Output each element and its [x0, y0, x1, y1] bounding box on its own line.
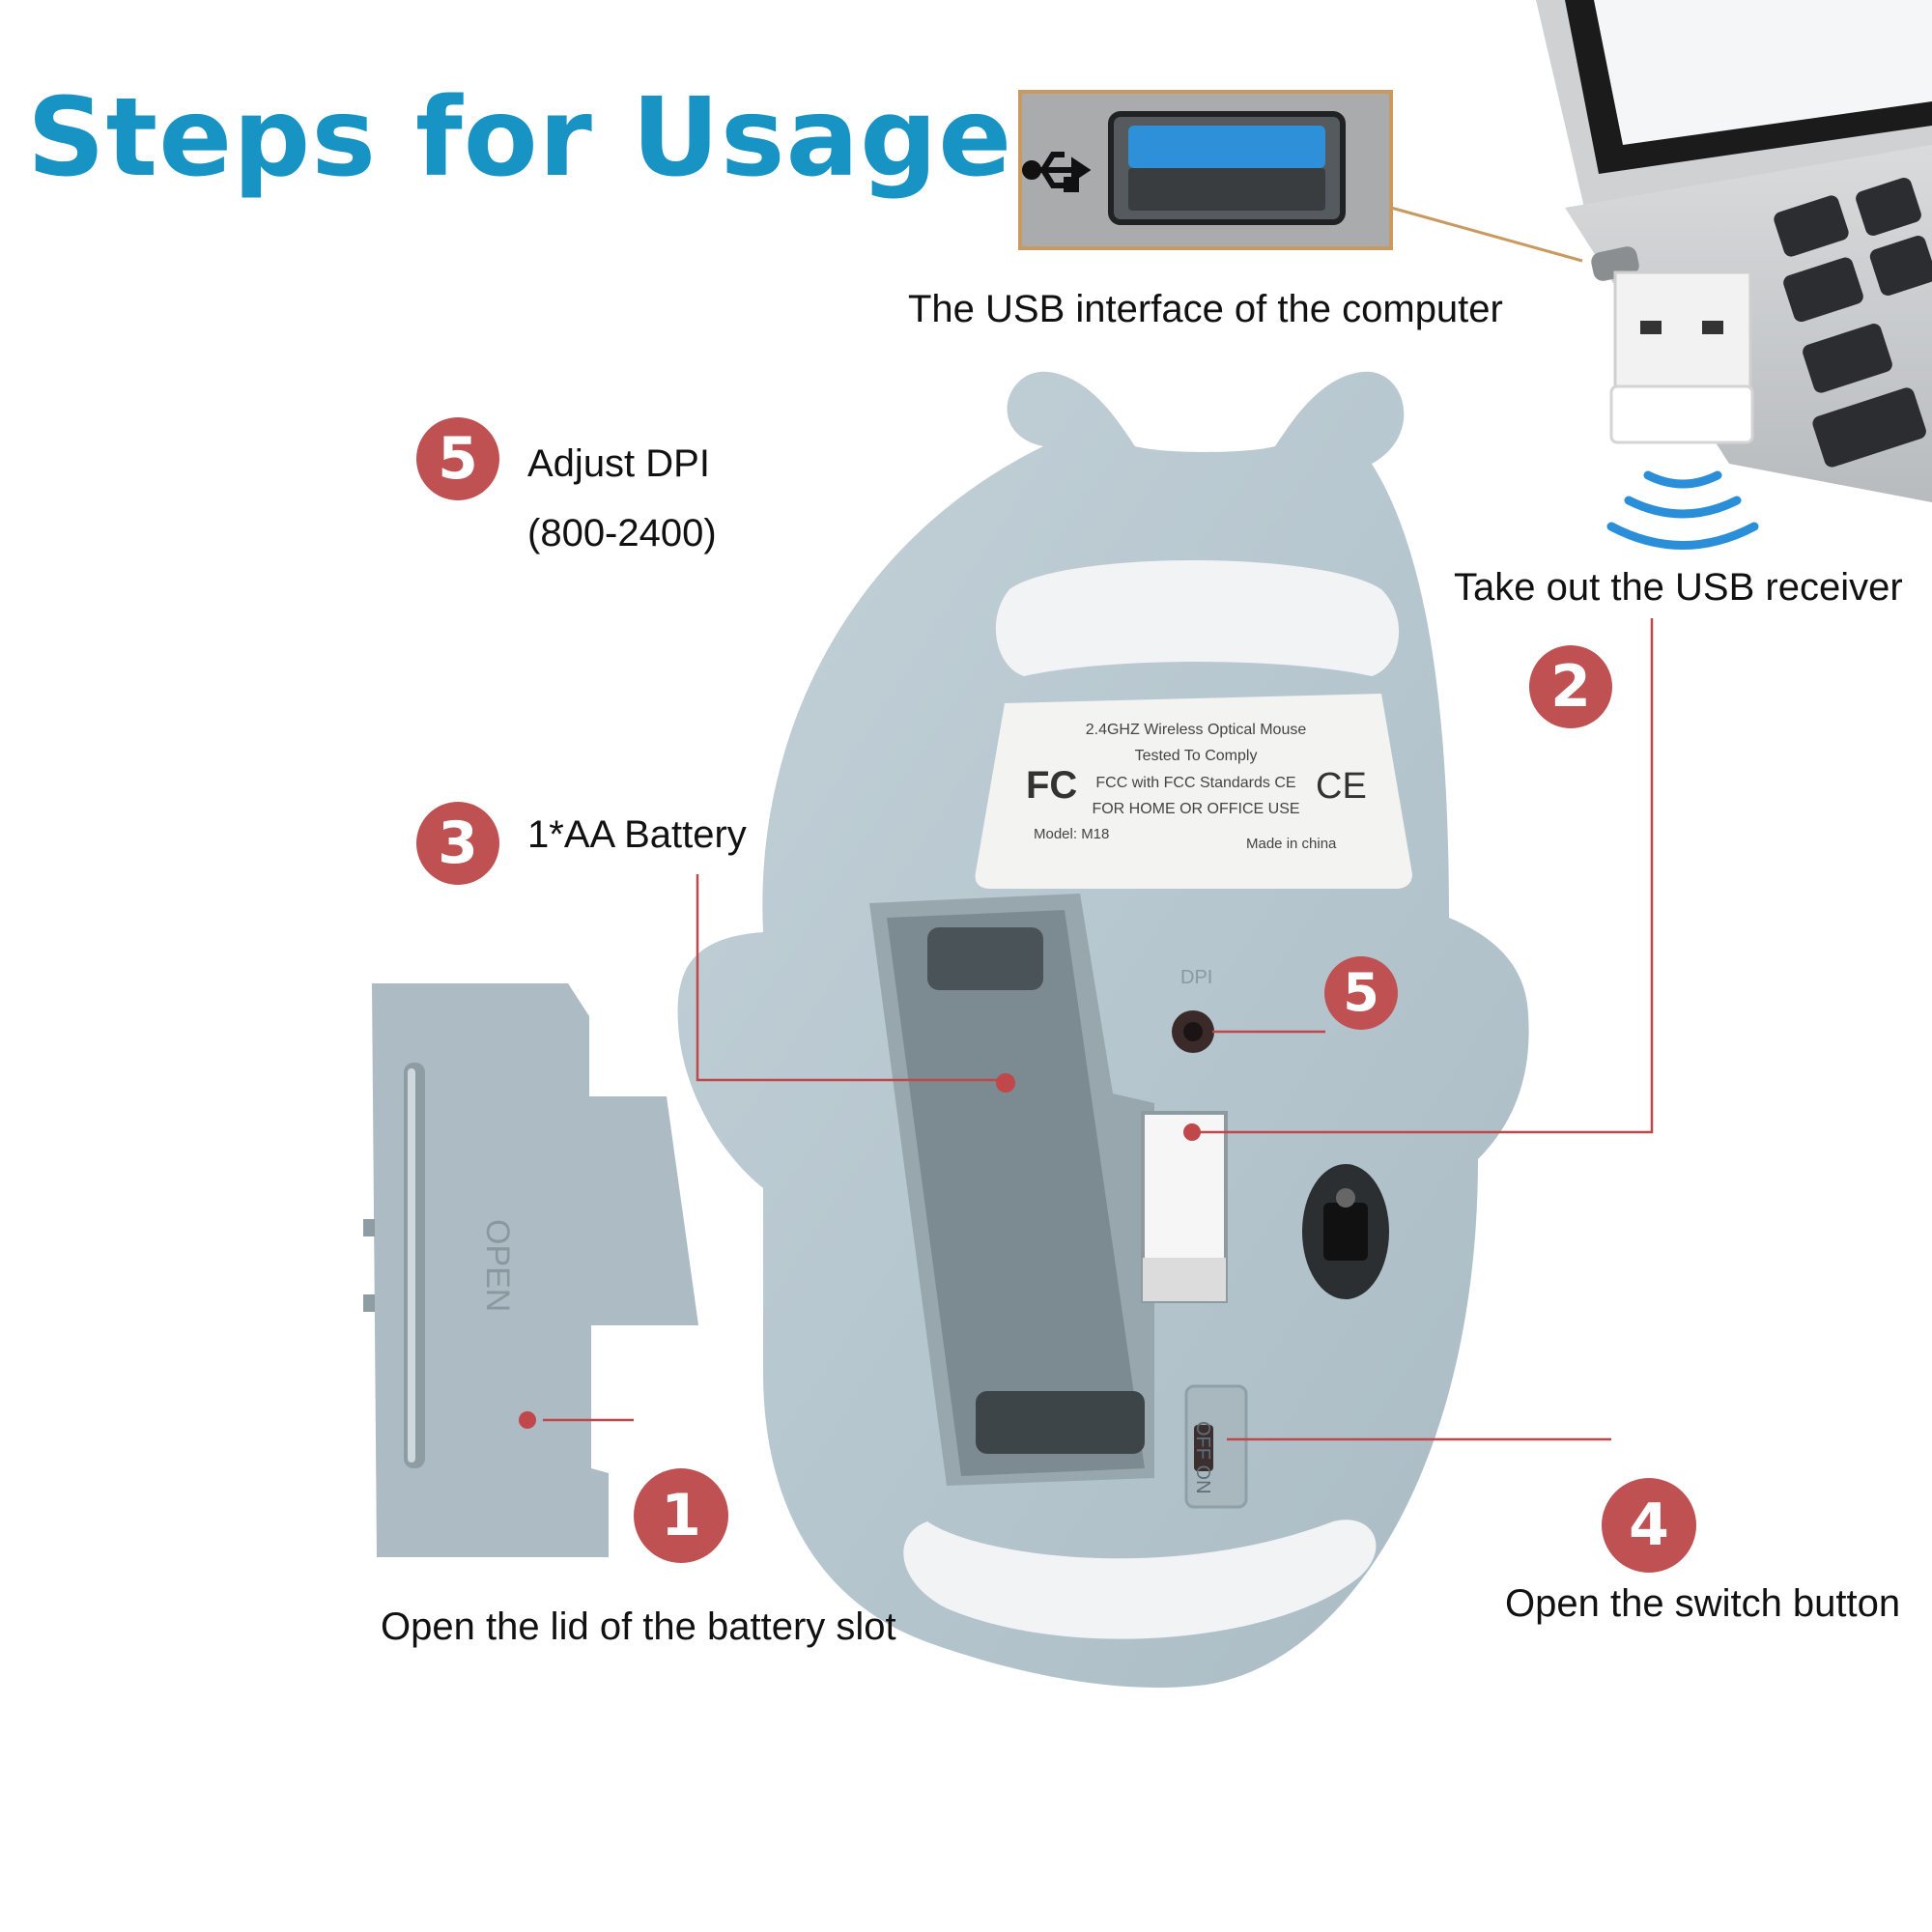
port-leader-line: [1390, 206, 1583, 263]
usb-port-image: [1018, 90, 1393, 250]
ce-logo: CE: [1316, 766, 1367, 807]
label-line4: FOR HOME OR OFFICE USE: [1092, 801, 1299, 817]
leader-lines: [543, 618, 1654, 1441]
step-5-badge-callout: 5: [1324, 956, 1398, 1030]
caption-open-lid: Open the lid of the battery slot: [381, 1605, 896, 1648]
caption-usb-interface: The USB interface of the computer: [908, 288, 1503, 330]
caption-dpi-range: (800-2400): [527, 512, 717, 554]
label-model: Model: M18: [1034, 826, 1109, 842]
callout-dots: [519, 1073, 1201, 1429]
dpi-text: DPI: [1180, 967, 1212, 988]
wireless-signal-icon: [1606, 470, 1759, 550]
label-line3: FCC with FCC Standards CE: [1095, 775, 1295, 791]
step-4-badge: 4: [1602, 1478, 1696, 1573]
caption-adjust-dpi: Adjust DPI: [527, 442, 710, 485]
caption-open-switch: Open the switch button: [1505, 1582, 1901, 1625]
switch-label: OFF ON: [1192, 1421, 1213, 1494]
mouse-bottom-image: [677, 371, 1529, 1688]
fc-logo: FC: [1026, 764, 1077, 807]
step-5-badge-legend: 5: [416, 417, 499, 500]
page-title: Steps for Usage: [27, 75, 1013, 201]
caption-take-out-receiver: Take out the USB receiver: [1454, 566, 1903, 609]
label-made-in: Made in china: [1246, 836, 1337, 852]
caption-battery: 1*AA Battery: [527, 813, 747, 856]
label-line2: Tested To Comply: [1135, 748, 1258, 764]
label-line1: 2.4GHZ Wireless Optical Mouse: [1086, 722, 1307, 738]
usb-receiver-image: [1609, 270, 1754, 444]
step-1-badge: 1: [634, 1468, 728, 1563]
step-2-badge: 2: [1529, 645, 1612, 728]
lid-open-text: OPEN: [479, 1219, 516, 1312]
step-3-badge: 3: [416, 802, 499, 885]
battery-lid-image: [363, 983, 698, 1557]
